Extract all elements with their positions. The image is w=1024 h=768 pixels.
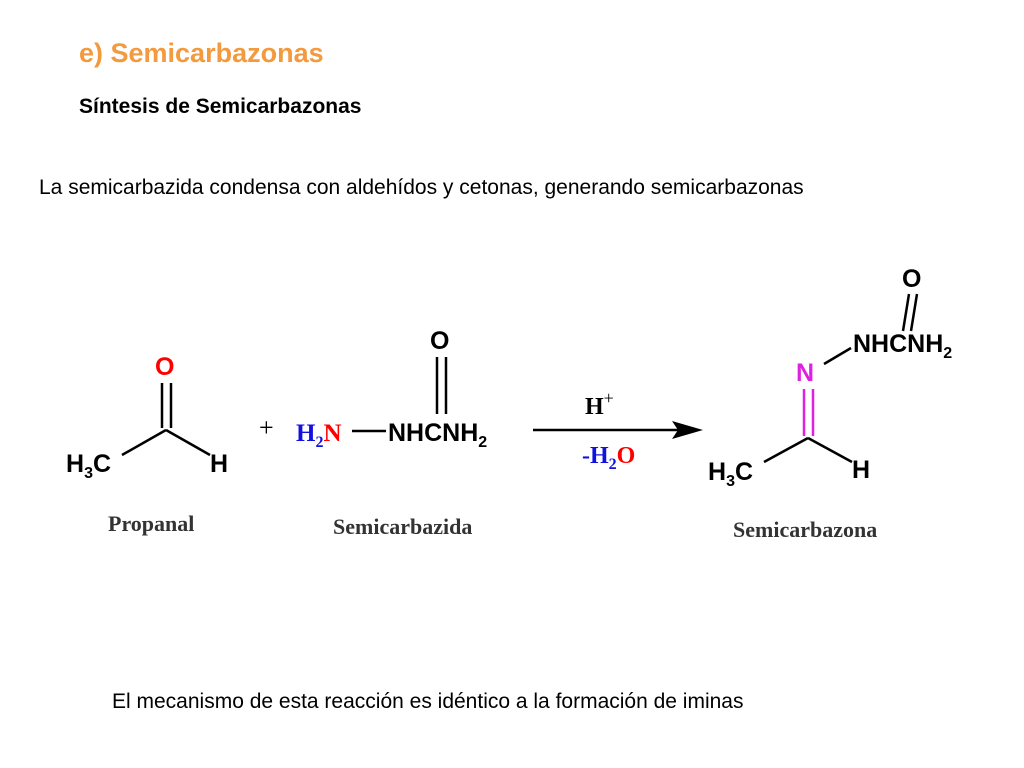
acid-catalyst: H+ [585, 388, 614, 420]
semicarbazona-methyl: H3C [708, 458, 753, 490]
semicarbazona-imine-nitrogen: N [796, 359, 814, 387]
semicarbazona-label: Semicarbazona [733, 517, 877, 542]
semicarbazida-label: Semicarbazida [333, 514, 472, 539]
propanal-oxygen: O [155, 353, 174, 381]
intro-text: La semicarbazida condensa con aldehídos … [39, 176, 804, 199]
semicarbazida-oxygen: O [430, 327, 449, 355]
reaction-arrow-head [672, 421, 703, 439]
semicarbazona-nn-bond [823, 346, 852, 366]
semicarbazida-nhcnh2: NHCNH2 [388, 419, 487, 451]
semicarbazona-co-bond-1 [901, 293, 911, 332]
semicarbazida-amine: H2N [296, 420, 342, 451]
semicarbazona-hydrogen: H [852, 456, 870, 484]
propanal-ch-bond [165, 428, 211, 457]
semicarbazona-cc-bond [763, 436, 809, 464]
semicarbazona-co-bond-2 [909, 293, 919, 332]
slide-title: e) Semicarbazonas [79, 38, 324, 68]
propanal-structure: O H3C H Propanal [66, 353, 228, 536]
reaction-arrow-group: H+ -H2O [533, 388, 703, 473]
semicarbazona-ch-bond [807, 436, 853, 464]
water-loss: -H2O [582, 443, 635, 473]
propanal-hydrogen: H [210, 450, 228, 478]
propanal-cc-bond [121, 428, 167, 457]
propanal-methyl: H3C [66, 450, 111, 482]
semicarbazona-structure: O NHCNH2 N H3C H Semicarbazona [708, 265, 952, 542]
semicarbazona-oxygen: O [902, 265, 921, 293]
semicarbazona-nhcnh2: NHCNH2 [853, 330, 952, 362]
slide-subtitle: Síntesis de Semicarbazonas [79, 95, 362, 118]
footer-text: El mecanismo de esta reacción es idéntic… [112, 690, 744, 713]
semicarbazida-structure: O H2N NHCNH2 Semicarbazida [296, 327, 487, 539]
plus-sign: + [259, 413, 274, 442]
propanal-label: Propanal [108, 511, 194, 536]
